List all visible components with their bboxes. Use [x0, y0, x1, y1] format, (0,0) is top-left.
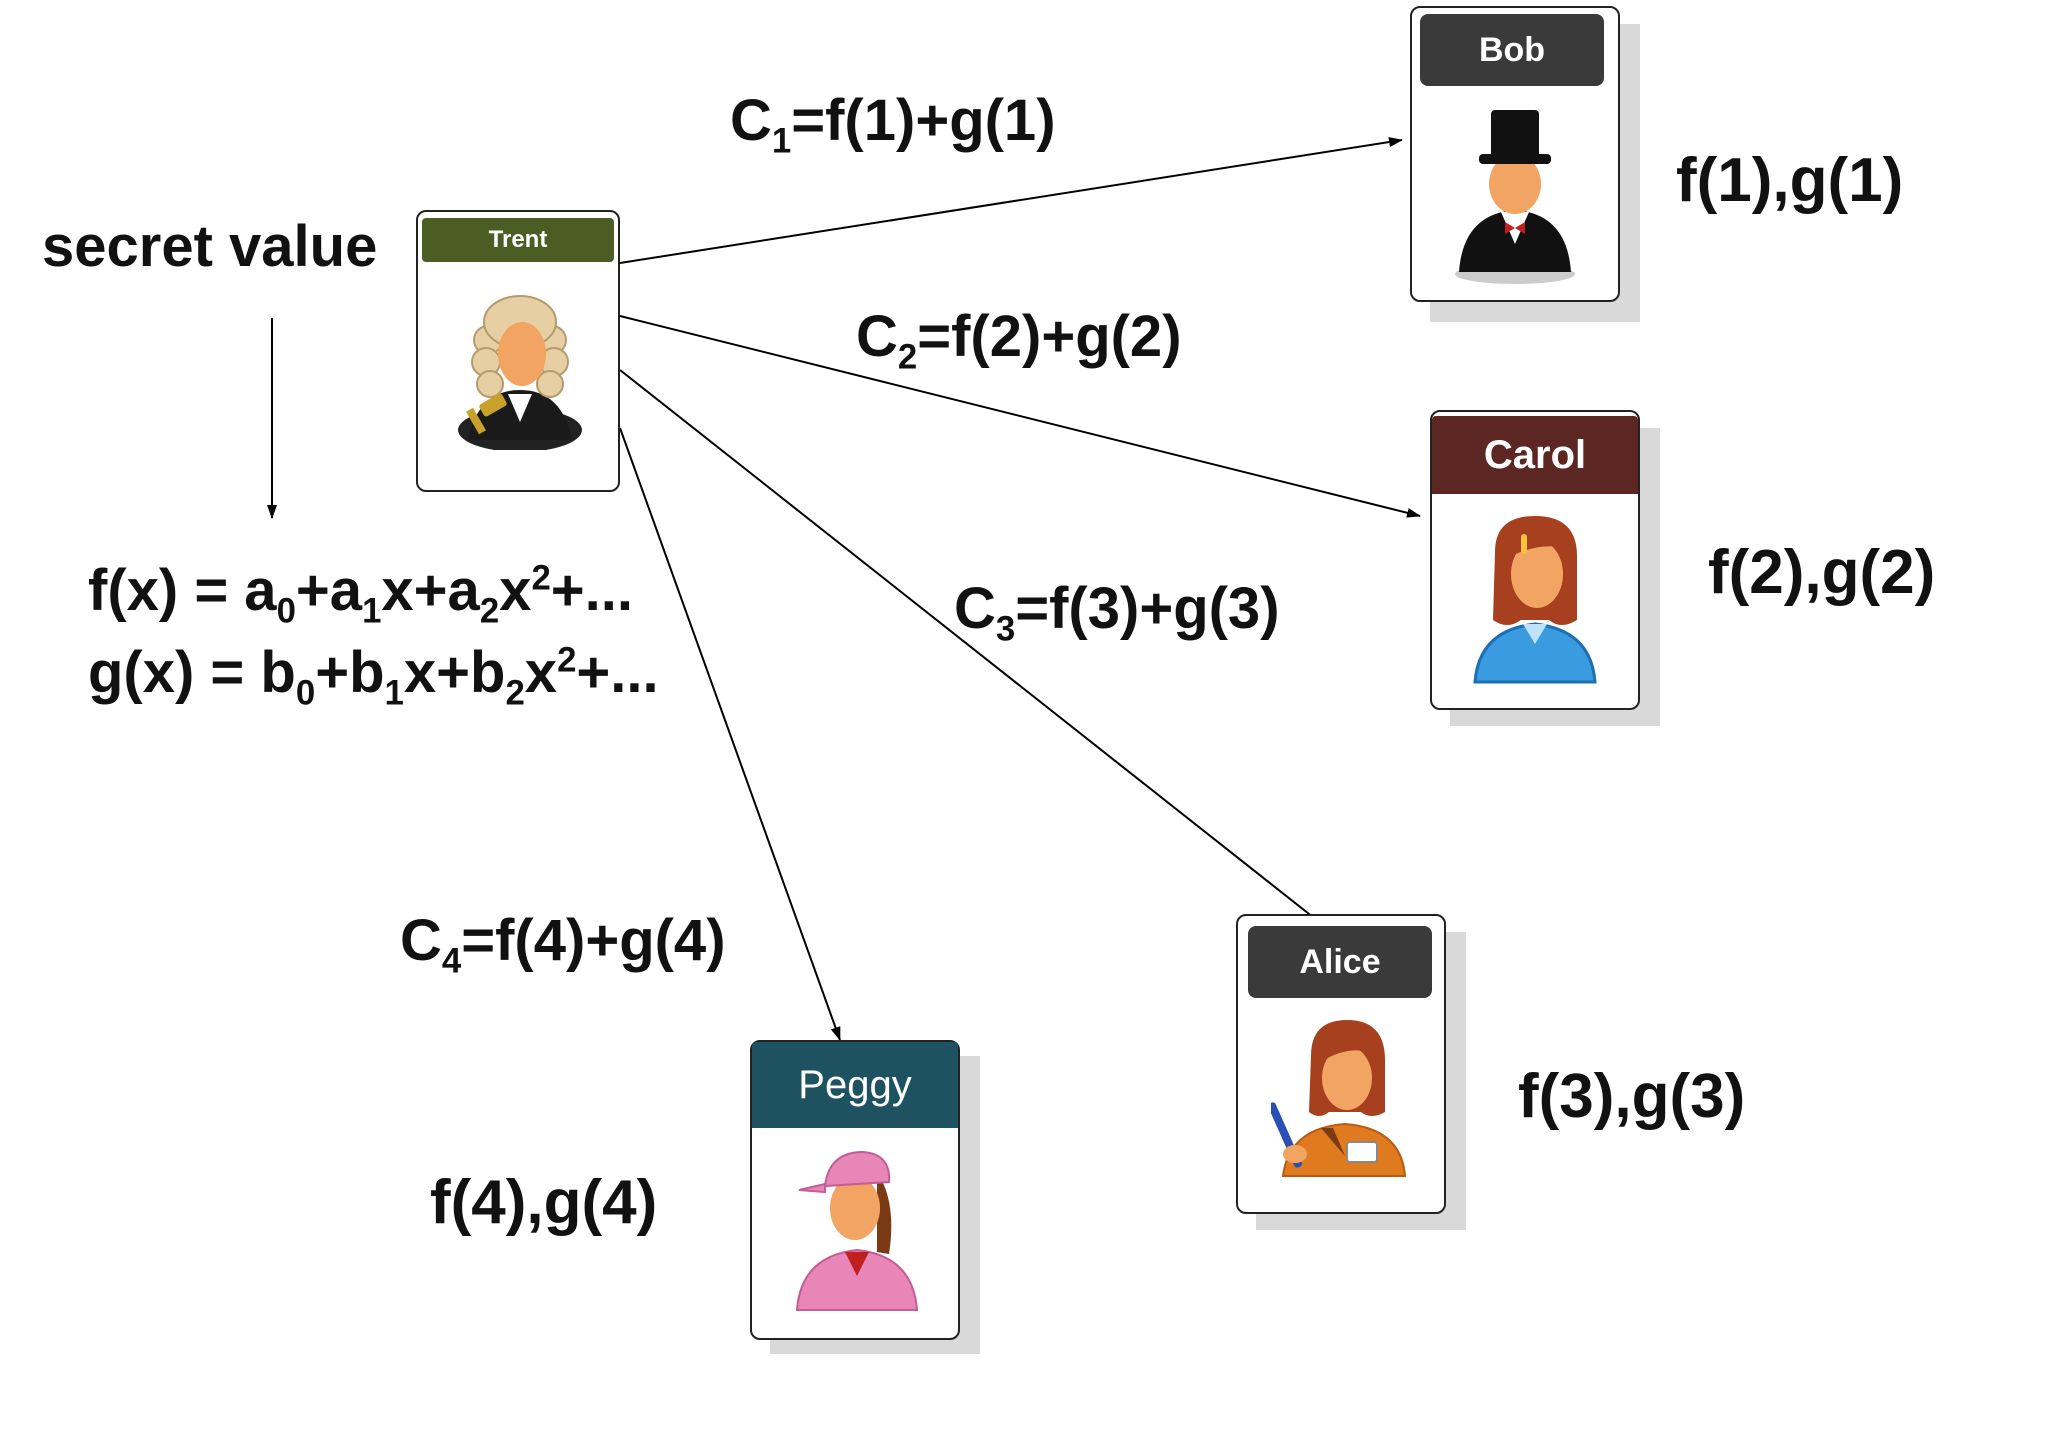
share-carol: f(2),g(2): [1708, 538, 1936, 607]
share-bob: f(1),g(1): [1676, 146, 1904, 215]
arrow-trent-to-carol: [619, 315, 1421, 518]
arrow-trent-to-bob: [619, 137, 1403, 264]
writer-avatar-icon: [1271, 1020, 1407, 1177]
peggy-card[interactable]: Peggy: [750, 1040, 960, 1340]
carol-card[interactable]: Carol: [1430, 410, 1640, 710]
share-alice: f(3),g(3): [1518, 1062, 1746, 1131]
commitment-c3: C3=f(3)+g(3): [954, 576, 1280, 649]
gentleman-avatar-icon: [1455, 110, 1575, 284]
judge-avatar-icon: [458, 295, 582, 450]
bob-name-bar: Bob: [1420, 14, 1604, 86]
trent-card[interactable]: Trent: [416, 210, 620, 492]
trent-name: Trent: [488, 226, 548, 253]
polynomial-g: g(x) = b0+b1x+b2x2+...: [88, 640, 659, 713]
commitment-c4: C4=f(4)+g(4): [400, 908, 726, 981]
arrow-trent-to-alice: [619, 369, 1343, 941]
commitment-c2: C2=f(2)+g(2): [856, 304, 1182, 377]
trent-name-bar: Trent: [422, 218, 614, 262]
carol-name-bar: Carol: [1432, 416, 1638, 494]
bob-card[interactable]: Bob: [1410, 6, 1620, 302]
share-peggy: f(4),g(4): [430, 1168, 658, 1237]
bob-name: Bob: [1478, 30, 1546, 69]
arrow-trent-to-peggy: [619, 427, 841, 1041]
woman-avatar-icon: [1473, 516, 1597, 684]
commitment-c1: C1=f(1)+g(1): [730, 88, 1056, 161]
alice-card[interactable]: Alice: [1236, 914, 1446, 1214]
peggy-name-bar: Peggy: [752, 1042, 958, 1128]
alice-name-bar: Alice: [1248, 926, 1432, 998]
secret-value-label: secret value: [42, 214, 378, 279]
carol-name: Carol: [1483, 432, 1587, 477]
peggy-name: Peggy: [798, 1062, 912, 1107]
cap-girl-avatar-icon: [795, 1150, 919, 1311]
polynomial-f: f(x) = a0+a1x+a2x2+...: [88, 558, 634, 631]
alice-name: Alice: [1299, 942, 1381, 981]
